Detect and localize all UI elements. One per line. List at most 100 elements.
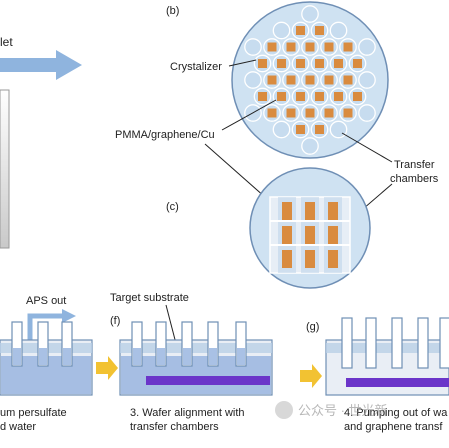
copper-strip (328, 202, 338, 220)
caption-g-line2: and graphene transf (344, 421, 443, 433)
tank-pumping-out (325, 317, 449, 396)
copper-sample (315, 92, 324, 101)
chamber-finger (11, 321, 23, 367)
aligned-chamber-array (270, 197, 350, 273)
chamber-finger (207, 321, 219, 367)
crystalizer-leader (228, 59, 257, 67)
transfer-label-line2: chambers (390, 173, 439, 185)
liquid (121, 356, 271, 394)
panel-label-c: (c) (166, 201, 179, 213)
copper-sample (258, 59, 267, 68)
chamber-ring (329, 120, 348, 139)
aps-out-label: APS out (26, 295, 66, 307)
finger-liquid (183, 348, 191, 365)
pmma-label: PMMA/graphene/Cu (115, 129, 215, 141)
chamber-finger (235, 321, 247, 367)
copper-sample (286, 42, 296, 52)
aps-out-arrowhead (62, 309, 76, 323)
copper-strip (282, 226, 292, 244)
tank-wafer-alignment (119, 321, 273, 396)
panel-label-b: (b) (166, 5, 179, 17)
watermark-text: 公众号 · 世光新 (298, 403, 388, 418)
copper-sample (296, 26, 305, 35)
finger-liquid (237, 348, 245, 365)
copper-strip (282, 202, 292, 220)
caption-f-line2: transfer chambers (130, 421, 219, 433)
copper-sample (305, 75, 315, 85)
target-substrate-label: Target substrate (110, 292, 189, 304)
caption-e-line2: d water (0, 421, 36, 433)
copper-strip (282, 250, 292, 268)
wechat-logo-icon (275, 401, 293, 419)
finger-liquid (39, 348, 47, 365)
copper-sample (277, 59, 286, 68)
copper-strip (328, 250, 338, 268)
copper-sample (296, 125, 305, 134)
chamber-ring (244, 38, 262, 56)
finger-liquid (133, 348, 141, 365)
chamber-finger (37, 321, 49, 367)
finger-liquid (13, 348, 21, 365)
copper-sample (324, 108, 334, 118)
copper-sample (343, 108, 353, 118)
tank-apply-persulfate (0, 321, 93, 396)
copper-sample (296, 59, 305, 68)
chamber-finger (391, 317, 403, 369)
copper-sample (277, 92, 286, 101)
chamber-finger (61, 321, 73, 367)
chamber-ring (358, 104, 376, 122)
copper-strip (305, 226, 315, 244)
step-arrow-2 (300, 364, 322, 388)
pmma-leader (221, 99, 277, 131)
copper-sample (267, 108, 277, 118)
finger-liquid (157, 348, 165, 365)
left-panel-edge (0, 89, 10, 249)
copper-sample (353, 92, 362, 101)
copper-sample (353, 59, 362, 68)
chamber-lid (326, 343, 449, 353)
panel-label-g: (g) (306, 321, 319, 333)
copper-sample (305, 108, 315, 118)
copper-sample (343, 42, 353, 52)
finger-liquid (209, 348, 217, 365)
transfer-leader-b (341, 132, 393, 163)
transfer-label-line1: Transfer (394, 159, 435, 171)
chamber-ring (272, 21, 291, 40)
copper-sample (315, 26, 324, 35)
copper-sample (296, 92, 305, 101)
copper-sample (267, 75, 277, 85)
copper-sample (267, 42, 277, 52)
copper-sample (315, 125, 324, 134)
chamber-ring (329, 21, 348, 40)
copper-sample (324, 75, 334, 85)
copper-sample (286, 108, 296, 118)
caption-g-line1: 4. Pumping out of wa (344, 407, 448, 419)
finger-liquid (63, 348, 71, 365)
copper-strip (305, 202, 315, 220)
chamber-finger (131, 321, 143, 367)
copper-sample (334, 92, 343, 101)
chamber-lid (120, 343, 272, 353)
outlet-label-fragment: let (0, 35, 13, 49)
chamber-ring (301, 137, 319, 155)
copper-strip (328, 226, 338, 244)
crystalizer-label: Crystalizer (170, 61, 222, 73)
chamber-finger (365, 317, 377, 369)
copper-sample (305, 42, 315, 52)
chamber-ring (358, 71, 376, 89)
chamber-finger (155, 321, 167, 367)
chamber-ring (358, 38, 376, 56)
copper-sample (315, 59, 324, 68)
chamber-finger (341, 317, 353, 369)
caption-f-line1: 3. Wafer alignment with (130, 407, 245, 419)
panel-label-f: (f) (110, 315, 120, 327)
chamber-ring (301, 5, 319, 23)
copper-strip (305, 250, 315, 268)
chamber-ring (272, 120, 291, 139)
chamber-ring (244, 71, 262, 89)
flow-arrow (0, 50, 82, 80)
target-substrate (146, 376, 270, 385)
copper-sample (343, 75, 353, 85)
target-substrate (346, 378, 449, 387)
